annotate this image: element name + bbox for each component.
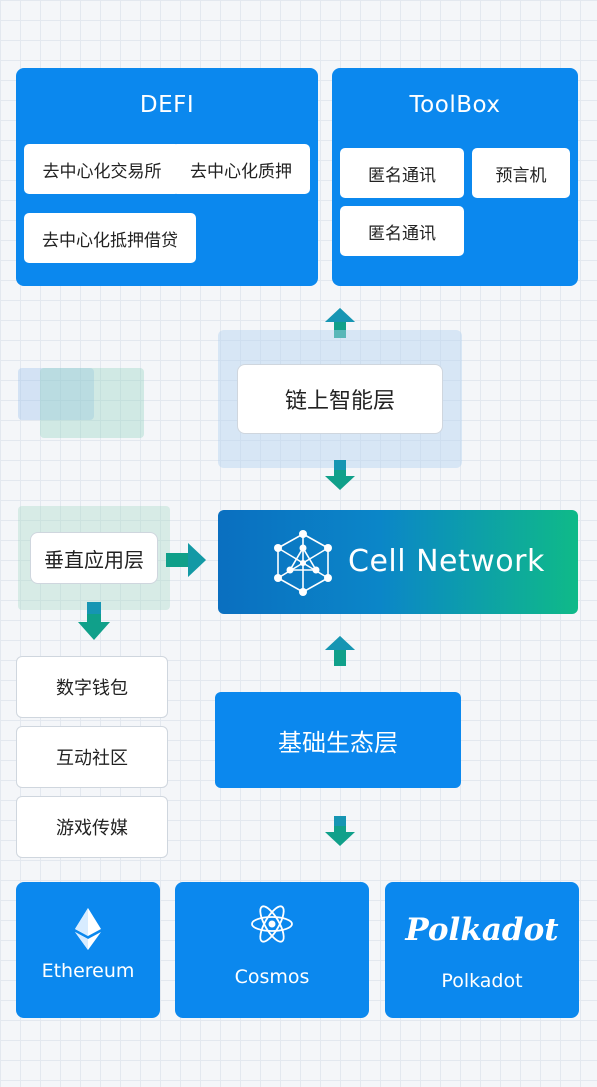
defi-item-lending[interactable]: 去中心化抵押借贷	[24, 213, 196, 263]
decor-block-green	[40, 368, 144, 438]
app-item-community[interactable]: 互动社区	[16, 726, 168, 788]
defi-item-staking[interactable]: 去中心化质押	[172, 144, 310, 194]
defi-title: DEFI	[139, 92, 195, 118]
cell-network-title: Cell Network	[348, 544, 545, 579]
toolbox-item-anon-msg-2[interactable]: 匿名通讯	[340, 206, 464, 256]
cell-network-panel[interactable]: Cell Network	[218, 510, 578, 614]
vertical-layer-label[interactable]: 垂直应用层	[30, 532, 158, 584]
toolbox-title: ToolBox	[409, 92, 501, 118]
toolbox-item-oracle[interactable]: 预言机	[472, 148, 570, 198]
base-layer-label: 基础生态层	[278, 728, 398, 757]
app-item-gaming-media[interactable]: 游戏传媒	[16, 796, 168, 858]
polkadot-logo-wordmark: Polkadot	[405, 912, 559, 948]
app-item-wallet[interactable]: 数字钱包	[16, 656, 168, 718]
arrow-down-to-network	[325, 460, 355, 490]
onchain-layer-label[interactable]: 链上智能层	[237, 364, 443, 434]
defi-item-dex[interactable]: 去中心化交易所	[24, 144, 180, 194]
arrow-up-to-top	[325, 308, 355, 338]
decor-block-blue	[18, 368, 94, 420]
network-logo-icon	[274, 530, 332, 596]
ethereum-label: Ethereum	[41, 960, 135, 982]
ethereum-icon	[75, 908, 101, 950]
defi-panel: DEFI 去中心化交易所 去中心化质押 去中心化抵押借贷	[16, 68, 318, 286]
base-layer-panel[interactable]: 基础生态层	[215, 692, 461, 788]
cosmos-atom-icon	[251, 905, 293, 943]
arrow-up-from-base	[325, 636, 355, 666]
arrow-right-to-network	[166, 543, 206, 577]
arrow-down-to-apps	[78, 602, 110, 640]
polkadot-label: Polkadot	[441, 970, 523, 992]
toolbox-panel: ToolBox 匿名通讯 预言机 匿名通讯	[332, 68, 578, 286]
chain-card-polkadot[interactable]: Polkadot Polkadot	[385, 882, 579, 1018]
chain-card-ethereum[interactable]: Ethereum	[16, 882, 160, 1018]
arrow-down-to-chains	[325, 816, 355, 846]
chain-card-cosmos[interactable]: Cosmos	[175, 882, 369, 1018]
cosmos-label: Cosmos	[234, 966, 310, 988]
toolbox-item-anon-msg-1[interactable]: 匿名通讯	[340, 148, 464, 198]
